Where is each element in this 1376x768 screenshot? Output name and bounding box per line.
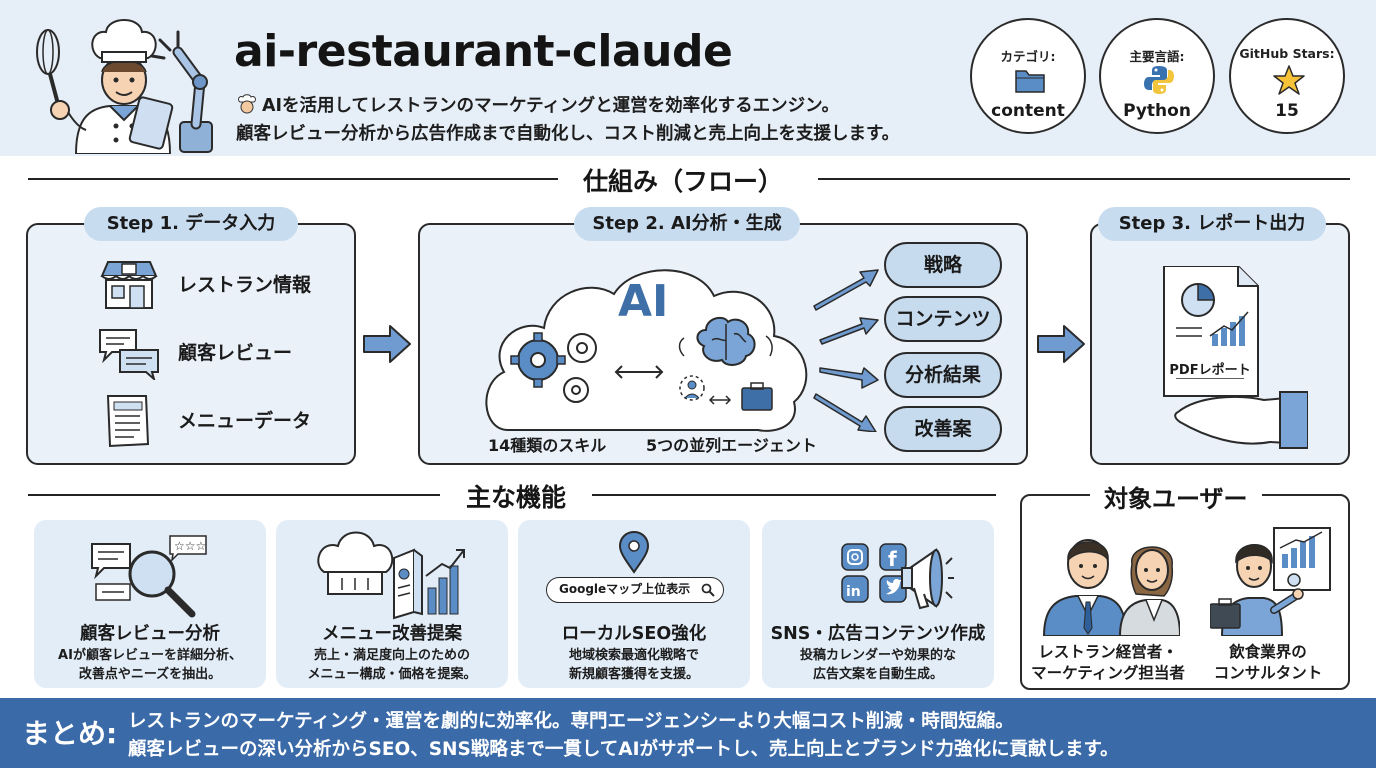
stars-value: 15	[1275, 101, 1299, 121]
feature-desc-sns-line-1: 投稿カレンダーや効果的な	[799, 648, 956, 663]
tagline-text-1: AIを活用してレストランのマーケティングと運営を効率化するエンジン。	[262, 96, 840, 116]
feature-desc-sns: 投稿カレンダーや効果的な 広告文案を自動生成。	[762, 646, 994, 684]
feature-desc-menu-line-2: メニュー構成・価格を提案。	[307, 667, 477, 682]
feature-desc-seo-line-1: 地域検索最適化戦略で	[568, 648, 699, 663]
ai-label: AI	[618, 276, 669, 327]
google-maps-search-text: Googleマップ上位表示	[559, 582, 691, 596]
flow-arrow-2-icon	[1037, 325, 1085, 363]
user-label-restaurant-manager-line-2: マーケティング担当者	[1031, 664, 1185, 682]
user-label-restaurant-manager: レストラン経営者・ マーケティング担当者	[1030, 642, 1186, 684]
cloud-icon	[485, 269, 808, 432]
feature-title-sns: SNS・広告コンテンツ作成	[770, 624, 986, 644]
chef-hat-menu-chart-icon	[317, 531, 465, 620]
menu-card-icon	[106, 395, 150, 448]
summary-line-1: レストランのマーケティング・運営を劇的に効率化。専門エージェンシーより大幅コスト…	[128, 711, 1014, 732]
feature-card-sns: f in SNS・広告コンテンツ作成 投稿カレンダーや効果的な 広告文案を自動生…	[762, 520, 994, 688]
map-pin-search-icon	[618, 530, 650, 574]
python-icon	[1144, 66, 1174, 94]
feature-card-menu: メニュー改善提案 売上・満足度向上のための メニュー構成・価格を提案。	[276, 520, 508, 688]
feature-card-seo: ローカルSEO強化 地域検索最適化戦略で 新規顧客獲得を支援。	[518, 520, 750, 688]
step3-label: Step 3. レポート出力	[1098, 207, 1326, 241]
input-label-restaurant: レストラン情報	[178, 274, 312, 296]
consultant-icon	[1210, 527, 1331, 636]
feature-desc-reviews-line-2: 改善点やニーズを抽出。	[78, 667, 222, 682]
output-content: コンテンツ	[884, 296, 1002, 342]
chef-with-tablet-and-robot-arm-icon	[36, 19, 213, 154]
summary-footer: まとめ: レストランのマーケティング・運営を劇的に効率化。専門エージェンシーより…	[0, 698, 1376, 768]
input-label-menu: メニューデータ	[178, 410, 312, 432]
step1-label: Step 1. データ入力	[84, 207, 298, 241]
features-section-title: 主な機能	[465, 483, 566, 512]
header-banner: ai-restaurant-claude AIを活用してレストランのマーケティン…	[0, 0, 1376, 156]
feature-desc-reviews: AIが顧客レビューを詳細分析、 改善点やニーズを抽出。	[34, 646, 266, 684]
storefront-icon	[100, 261, 158, 309]
output-strategy: 戦略	[884, 242, 1002, 288]
step2-label: Step 2. AI分析・生成	[574, 207, 800, 241]
user-label-consultant-line-2: コンサルタント	[1213, 664, 1323, 682]
category-value: content	[991, 101, 1065, 121]
output-analysis: 分析結果	[884, 352, 1002, 398]
report-label: PDFレポート	[1166, 359, 1254, 378]
business-people-icon	[1042, 539, 1180, 636]
divider-left	[28, 178, 558, 180]
language-value: Python	[1123, 101, 1191, 121]
star-icon	[1273, 65, 1305, 95]
chef-emoji-icon	[238, 94, 256, 114]
feature-desc-menu-line-1: 売上・満足度向上のための	[313, 648, 470, 663]
svg-text:☆☆☆: ☆☆☆	[174, 539, 206, 553]
folder-icon	[1015, 70, 1045, 93]
flow-arrow-1-icon	[363, 325, 411, 363]
target-users-title: 対象ユーザー	[1090, 479, 1262, 514]
feature-desc-seo: 地域検索最適化戦略で 新規顧客獲得を支援。	[518, 646, 750, 684]
tagline-line-2: 顧客レビュー分析から広告作成まで自動化し、コスト削減と売上向上を支援します。	[236, 124, 900, 144]
svg-text:in: in	[846, 584, 861, 600]
feature-title-menu: メニュー改善提案	[322, 624, 462, 644]
flow-section-title: 仕組み（フロー）	[582, 167, 783, 196]
page-title: ai-restaurant-claude	[234, 26, 733, 77]
user-label-consultant: 飲食業界の コンサルタント	[1200, 642, 1336, 684]
language-badge: 主要言語: Python	[1099, 18, 1215, 134]
agents-label: 5つの並列エージェント	[646, 436, 817, 455]
feature-desc-reviews-line-1: AIが顧客レビューを詳細分析、	[58, 648, 242, 663]
search-icon	[701, 583, 715, 597]
google-maps-search-bar: Googleマップ上位表示	[546, 577, 724, 603]
divider-right	[818, 178, 1350, 180]
category-label: カテゴリ:	[1000, 49, 1056, 64]
svg-text:f: f	[888, 547, 897, 571]
stars-label: GitHub Stars:	[1239, 46, 1335, 61]
language-label: 主要言語:	[1129, 49, 1185, 64]
input-label-reviews: 顧客レビュー	[178, 342, 293, 364]
feature-desc-seo-line-2: 新規顧客獲得を支援。	[568, 667, 699, 682]
user-label-consultant-line-1: 飲食業界の	[1229, 643, 1307, 661]
social-megaphone-icon: f in	[841, 543, 954, 610]
feature-card-reviews: ☆☆☆ 顧客レビュー分析 AIが顧客レビューを詳細分析、 改善点やニーズを抽出。	[34, 520, 266, 688]
step1-panel	[26, 223, 356, 465]
output-arrows-icon	[813, 269, 879, 432]
chat-bubbles-icon	[99, 329, 159, 380]
features-divider-left	[28, 494, 440, 496]
summary-line-2: 顧客レビューの深い分析からSEO、SNS戦略まで一貫してAIがサポートし、売上向…	[128, 739, 1119, 760]
stars-badge: GitHub Stars: 15	[1229, 18, 1345, 134]
output-improvement: 改善案	[884, 406, 1002, 452]
skills-label: 14種類のスキル	[488, 436, 607, 455]
user-label-restaurant-manager-line-1: レストラン経営者・	[1038, 643, 1178, 661]
feature-title-seo: ローカルSEO強化	[561, 624, 707, 644]
category-badge: カテゴリ: content	[970, 18, 1086, 134]
feature-desc-sns-line-2: 広告文案を自動生成。	[812, 667, 943, 682]
features-divider-right	[592, 494, 996, 496]
summary-label: まとめ:	[22, 717, 118, 750]
tagline: AIを活用してレストランのマーケティングと運営を効率化するエンジン。 顧客レビュ…	[236, 92, 899, 148]
review-magnifier-icon: ☆☆☆	[91, 535, 207, 618]
feature-title-reviews: 顧客レビュー分析	[80, 624, 220, 644]
tagline-line-1: AIを活用してレストランのマーケティングと運営を効率化するエンジン。	[236, 92, 899, 120]
feature-desc-menu: 売上・満足度向上のための メニュー構成・価格を提案。	[276, 646, 508, 684]
